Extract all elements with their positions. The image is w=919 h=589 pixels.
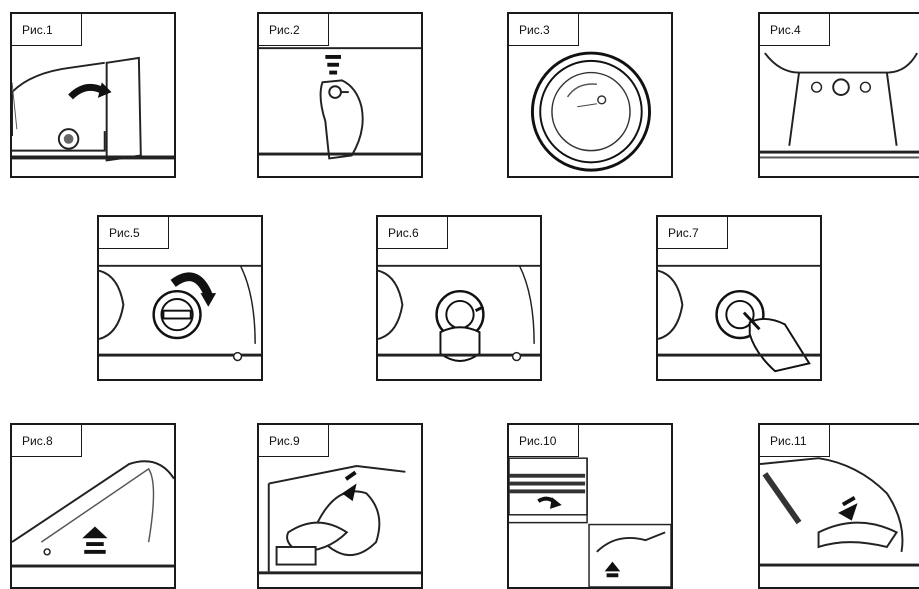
figure-8: Рис.8 — [10, 423, 176, 589]
figure-7: Рис.7 — [656, 215, 822, 381]
plug-icon — [277, 547, 316, 565]
arrow-icon — [84, 550, 105, 554]
figure-8-label: Рис.8 — [12, 425, 82, 457]
figure-11-label: Рис.11 — [760, 425, 830, 457]
figure-11: Рис.11 — [758, 423, 919, 589]
figure-4-label: Рис.4 — [760, 14, 830, 46]
figure-3: Рис.3 — [507, 12, 673, 178]
figure-9-label: Рис.9 — [259, 425, 329, 457]
figure-6: Рис.6 — [376, 215, 542, 381]
figure-7-label: Рис.7 — [658, 217, 728, 249]
brush-icon — [765, 474, 799, 523]
figure-10-label: Рис.10 — [509, 425, 579, 457]
arrow-icon — [838, 503, 858, 521]
figure-2: Рис.2 — [257, 12, 423, 178]
figure-1: Рис.1 — [10, 12, 176, 178]
figure-1-label: Рис.1 — [12, 14, 82, 46]
arrow-icon — [325, 55, 341, 59]
figure-4: Рис.4 — [758, 12, 919, 178]
figure-2-label: Рис.2 — [259, 14, 329, 46]
arrow-icon — [200, 293, 216, 307]
figure-6-label: Рис.6 — [378, 217, 448, 249]
figure-10: Рис.10 — [507, 423, 673, 589]
figure-9: Рис.9 — [257, 423, 423, 589]
figure-5-label: Рис.5 — [99, 217, 169, 249]
figure-5: Рис.5 — [97, 215, 263, 381]
figure-3-label: Рис.3 — [509, 14, 579, 46]
